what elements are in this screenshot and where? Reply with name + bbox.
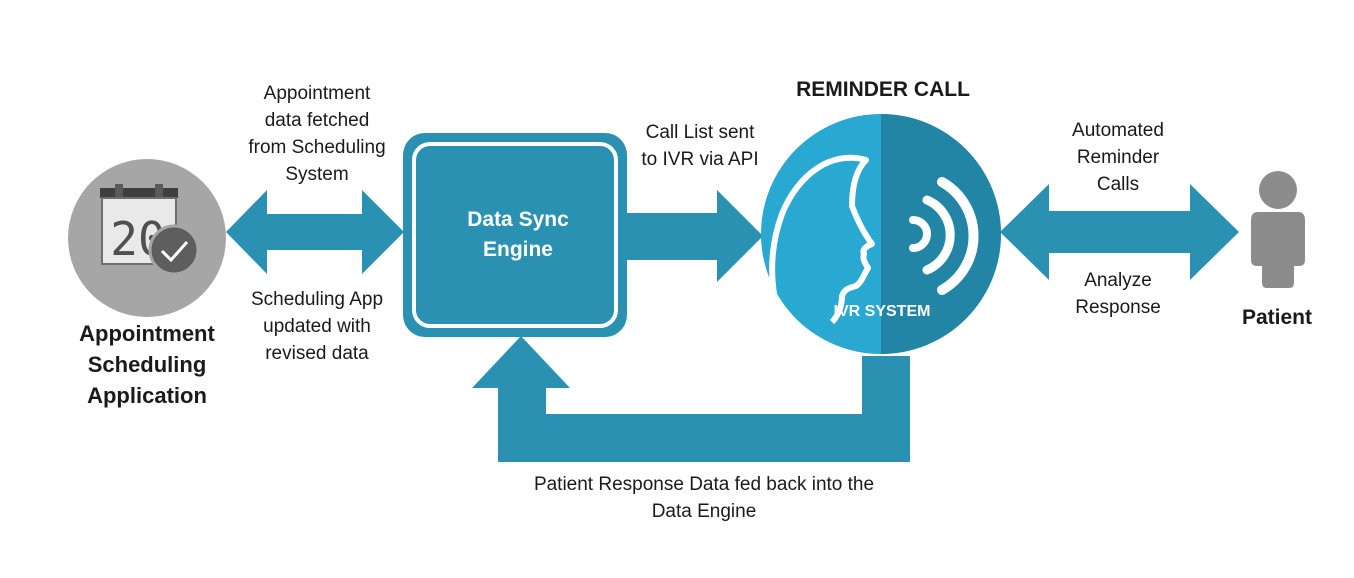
automated-label-line: Automated: [1072, 120, 1164, 141]
appointment-app-node: 20: [68, 159, 226, 317]
checkmark-icon: [148, 224, 200, 276]
fetch-label-line: Appointment: [263, 83, 371, 104]
update-label-line: revised data: [265, 343, 369, 364]
update-label-line: updated with: [263, 316, 371, 337]
fetch-label-line: System: [285, 164, 349, 185]
fetch-label-line: data fetched: [264, 110, 370, 131]
analyze-label-line: Analyze: [1084, 270, 1152, 291]
engine-to-ivr-arrow: [627, 190, 763, 282]
ivr-system-node: [761, 114, 1001, 354]
feedback-loop-arrow: [472, 336, 910, 462]
analyze-label-line: Response: [1075, 297, 1161, 318]
engine-label-line: Data Sync: [467, 208, 569, 231]
call-list-label-line: Call List sent: [645, 122, 755, 143]
app-engine-double-arrow: [226, 190, 404, 274]
feedback-label: Patient Response Data fed back into the …: [484, 471, 924, 525]
update-label: Scheduling App updated with revised data: [232, 286, 402, 367]
fetch-label-line: from Scheduling: [248, 137, 386, 158]
app-label: Appointment Scheduling Application: [52, 318, 242, 411]
fetch-label: Appointment data fetched from Scheduling…: [232, 80, 402, 188]
automated-label-line: Reminder: [1076, 147, 1160, 168]
engine-box: [403, 133, 627, 337]
ivr-system-label: IVR SYSTEM: [833, 303, 931, 320]
app-label-line: Scheduling: [87, 352, 207, 377]
data-sync-engine-node: [403, 133, 627, 337]
engine-inner-border: [412, 142, 618, 328]
reminder-call-title: REMINDER CALL: [796, 78, 970, 101]
automated-label-line: Calls: [1096, 174, 1140, 195]
engine-label: Data Sync Engine: [420, 205, 616, 265]
patient-label: Patient: [1241, 306, 1312, 329]
sound-waves-icon: [909, 177, 979, 295]
call-list-label: Call List sent to IVR via API: [632, 119, 768, 173]
feedback-label-line: Patient Response Data fed back into the: [533, 474, 875, 495]
feedback-label-line: Data Engine: [651, 501, 757, 522]
person-icon: [1251, 171, 1305, 288]
update-label-line: Scheduling App: [250, 289, 384, 310]
engine-label-line: Engine: [482, 238, 553, 261]
automated-label: Automated Reminder Calls: [1048, 117, 1188, 198]
app-label-line: Appointment: [79, 321, 215, 346]
app-label-line: Application: [87, 383, 207, 408]
ivr-patient-double-arrow: [1000, 184, 1239, 280]
call-list-label-line: to IVR via API: [641, 149, 759, 170]
face-profile-icon: [769, 154, 875, 325]
analyze-label: Analyze Response: [1048, 267, 1188, 321]
ivr-circle-right-half: [881, 114, 1001, 354]
